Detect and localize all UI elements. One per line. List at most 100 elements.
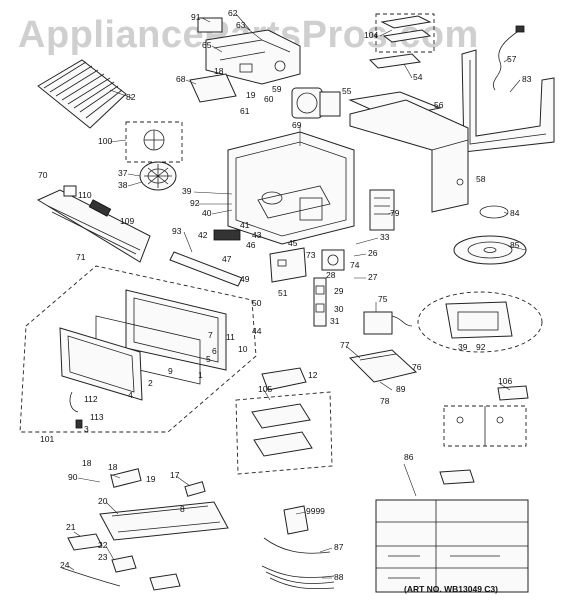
- callout-59: 59: [272, 84, 282, 94]
- callout-91: 91: [191, 12, 201, 22]
- art-number-label: (ART NO. WB13049 C3): [404, 584, 498, 594]
- door-assembly-region: [19, 265, 257, 433]
- callout-87: 87: [334, 542, 344, 552]
- part-1-door-front: [59, 327, 143, 401]
- callout-27: 27: [368, 272, 378, 282]
- callout-23: 23: [98, 552, 108, 562]
- callout-112: 112: [84, 394, 98, 404]
- callout-55: 55: [342, 86, 352, 96]
- part-100-turntable-kit: [125, 121, 183, 163]
- part-17-clip: [184, 481, 206, 497]
- callout-4: 4: [128, 390, 133, 400]
- part-104-vent-kit: [368, 13, 435, 69]
- callout-45: 45: [288, 238, 298, 248]
- callout-61: 61: [240, 106, 250, 116]
- callout-31: 31: [330, 316, 340, 326]
- callout-17: 17: [170, 470, 180, 480]
- callout-44: 44: [252, 326, 262, 336]
- callout-85: 85: [510, 240, 520, 250]
- part-75-transformer: [363, 311, 413, 335]
- part-12-keypad: [261, 367, 307, 391]
- callout-28: 28: [326, 270, 336, 280]
- callout-8: 8: [180, 504, 185, 514]
- callout-42: 42: [198, 230, 208, 240]
- callout-19: 19: [246, 90, 256, 100]
- callout-77: 77: [340, 340, 350, 350]
- part-11-door-frame: [125, 289, 227, 371]
- callout-5: 5: [206, 354, 211, 364]
- callout-6: 6: [212, 346, 217, 356]
- callout-56: 56: [434, 100, 444, 110]
- callout-51: 51: [278, 288, 288, 298]
- callout-40: 40: [202, 208, 212, 218]
- part-106-hardware-kit: [443, 385, 529, 447]
- part-88-harness: [261, 565, 335, 590]
- callout-18-mid: 18: [108, 462, 118, 472]
- callout-22: 22: [98, 540, 108, 550]
- callout-93: 93: [172, 226, 182, 236]
- callout-70: 70: [38, 170, 48, 180]
- callout-83: 83: [522, 74, 532, 84]
- callout-109: 109: [120, 216, 134, 226]
- callout-38: 38: [118, 180, 128, 190]
- callout-57: 57: [507, 54, 517, 64]
- callout-92: 92: [190, 198, 200, 208]
- callout-113: 113: [90, 412, 104, 422]
- part-82-grille: [37, 59, 127, 129]
- part-84-roller-ring: [479, 205, 509, 219]
- callout-76: 76: [412, 362, 422, 372]
- part-91-bracket: [197, 17, 223, 33]
- callout-41: 41: [240, 220, 250, 230]
- part-83-duct-frame: [461, 49, 555, 153]
- callout-39-detail: 39: [458, 342, 468, 352]
- part-70-vent-grille: [36, 185, 151, 263]
- part-93-strip: [169, 251, 243, 287]
- callout-90: 90: [68, 472, 78, 482]
- callout-18: 18: [214, 66, 224, 76]
- callout-30: 30: [334, 304, 344, 314]
- callout-68: 68: [176, 74, 186, 84]
- callout-89: 89: [396, 384, 406, 394]
- callout-7: 7: [208, 330, 213, 340]
- part-58-outer-case: [349, 99, 469, 213]
- callout-33: 33: [380, 232, 390, 242]
- callout-63: 63: [236, 20, 246, 30]
- part-20-bottom-plate: [99, 501, 229, 541]
- callout-75: 75: [378, 294, 388, 304]
- callout-82: 82: [126, 92, 136, 102]
- callout-92-detail: 92: [476, 342, 486, 352]
- part-45-board: [269, 247, 307, 283]
- callout-50: 50: [252, 298, 262, 308]
- callout-106: 106: [498, 376, 512, 386]
- callout-105: 105: [258, 384, 272, 394]
- part-23-lamp-cover: [111, 555, 181, 591]
- callout-49: 49: [240, 274, 250, 284]
- callout-12: 12: [308, 370, 318, 380]
- callout-10: 10: [238, 344, 248, 354]
- part-76-base-plate: [348, 349, 418, 383]
- callout-54: 54: [413, 72, 423, 82]
- part-59-fan-motor: [291, 87, 341, 119]
- callout-84: 84: [510, 208, 520, 218]
- callout-39: 39: [182, 186, 192, 196]
- part-68-plate: [189, 73, 237, 103]
- callout-24: 24: [60, 560, 70, 570]
- leader-lines: [67, 13, 527, 579]
- part-57-cord: [493, 25, 525, 91]
- callout-78: 78: [380, 396, 390, 406]
- callout-43: 43: [252, 230, 262, 240]
- callout-101: 101: [40, 434, 54, 444]
- callout-9999: 9999: [306, 506, 325, 516]
- part-79-mount: [369, 189, 395, 231]
- part-105-controls-kit: [235, 391, 333, 475]
- part-9999-manual: [283, 505, 309, 535]
- callout-65: 65: [202, 40, 212, 50]
- part-42-grille: [213, 229, 241, 241]
- part-24-cord: [61, 567, 121, 587]
- callout-37: 37: [118, 168, 128, 178]
- part-63-control-bracket: [205, 29, 301, 85]
- callout-60: 60: [264, 94, 274, 104]
- part-28-interlock: [313, 277, 327, 327]
- callout-86: 86: [404, 452, 414, 462]
